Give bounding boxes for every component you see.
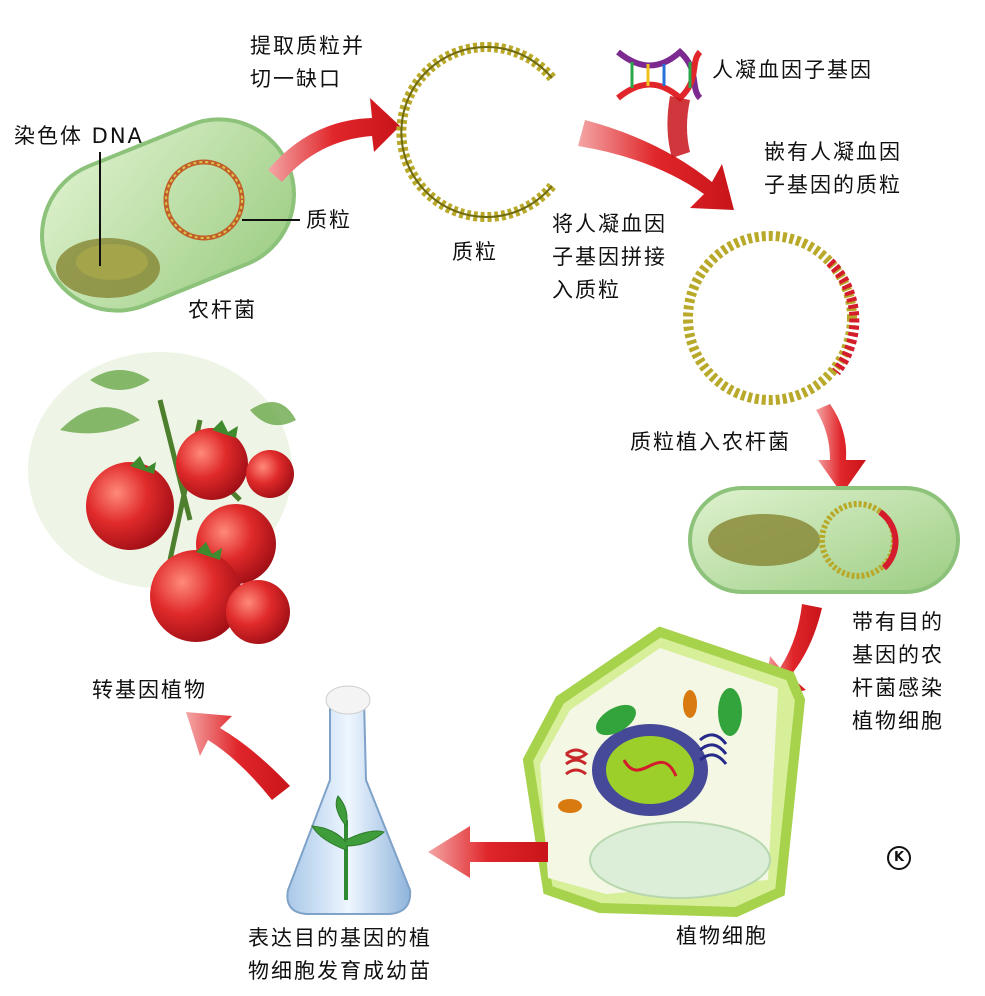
label-plasmid-with-gene: 嵌有人凝血因 子基因的质粒 xyxy=(764,140,902,197)
tomato xyxy=(86,462,174,550)
dna-helix-icon xyxy=(616,47,703,103)
label-infect-plant: 带有目的 基因的农 杆菌感染 植物细胞 xyxy=(852,610,944,733)
label-transgenic-plant: 转基因植物 xyxy=(92,678,207,702)
label-chromosome-dna: 染色体 DNA xyxy=(14,124,144,148)
label-splice-gene: 将人凝血因 子基因拼接 入质粒 xyxy=(552,212,667,302)
nucleus xyxy=(606,736,694,804)
label-seedling: 表达目的基因的植 物细胞发育成幼苗 xyxy=(248,926,432,983)
label-agrobacterium: 农杆菌 xyxy=(188,298,257,322)
cotton-plug xyxy=(325,685,371,715)
arrow-implant xyxy=(816,404,866,494)
tomato-plant xyxy=(28,352,296,644)
label-plant-cell: 植物细胞 xyxy=(676,924,768,948)
inserted-gene-segment xyxy=(826,258,860,376)
tomato xyxy=(226,580,290,644)
arrow-grow xyxy=(186,712,290,800)
plant-cell xyxy=(522,626,806,918)
k-symbol: K xyxy=(887,846,911,870)
tomato xyxy=(176,428,248,500)
label-extract-plasmid: 提取质粒并 切一缺口 xyxy=(250,34,365,91)
agrobacterium-cell xyxy=(40,117,296,313)
tomato xyxy=(150,550,242,642)
label-implant-plasmid: 质粒植入农杆菌 xyxy=(630,430,791,454)
open-plasmid xyxy=(396,42,556,222)
arrow-splice xyxy=(578,120,734,210)
arrow-extract xyxy=(268,98,400,182)
label-plasmid-in-cell: 质粒 xyxy=(306,208,352,232)
chloroplast xyxy=(596,704,636,736)
flask-seedling xyxy=(286,685,412,915)
recombinant-agrobacterium xyxy=(688,486,960,594)
recombinant-plasmid xyxy=(683,231,857,405)
arrow-develop xyxy=(428,826,548,878)
label-human-clotting-gene: 人凝血因子基因 xyxy=(712,58,873,82)
label-plasmid: 质粒 xyxy=(452,240,498,264)
tomato xyxy=(246,450,294,498)
